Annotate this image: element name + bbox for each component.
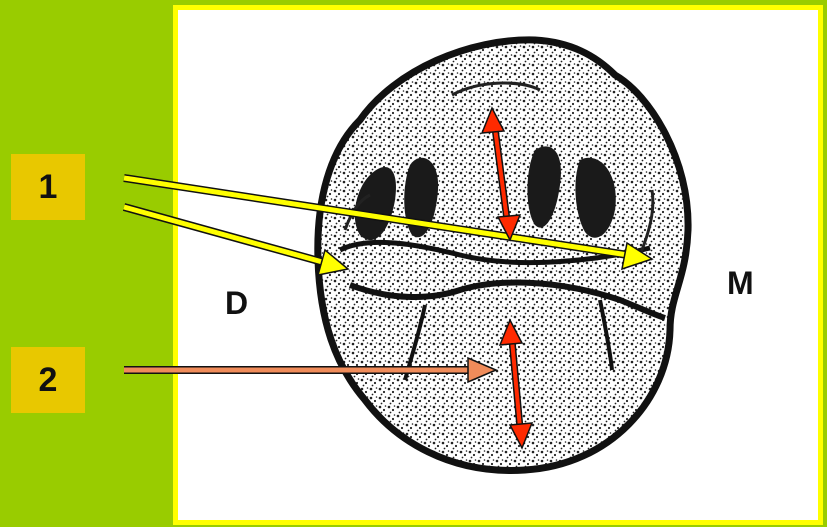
label-2: 2 (11, 347, 85, 413)
image-frame (173, 5, 823, 525)
label-1: 1 (11, 154, 85, 220)
distal-label: D (225, 285, 248, 322)
mesial-label: M (727, 265, 754, 302)
